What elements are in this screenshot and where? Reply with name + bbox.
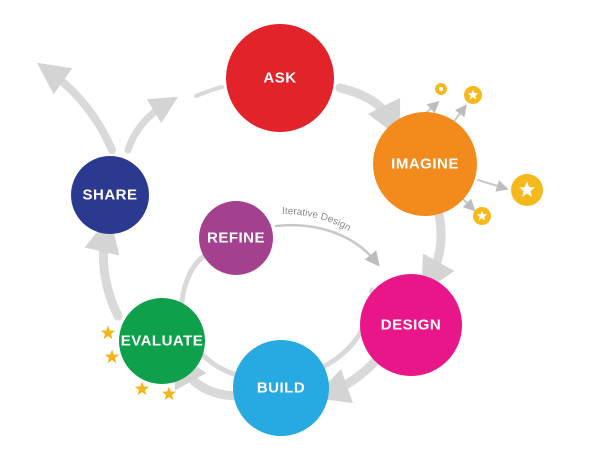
node-refine-label: REFINE <box>207 230 265 247</box>
star-icon <box>100 325 116 340</box>
node-imagine: IMAGINE <box>373 112 477 216</box>
idea-badge-star-large <box>511 174 543 206</box>
node-design: DESIGN <box>360 274 462 376</box>
node-imagine-circle <box>373 112 477 216</box>
node-evaluate-circle <box>119 298 205 384</box>
arrow-share-outward-right <box>124 96 179 154</box>
idea-badge-star-bottom <box>473 207 491 225</box>
node-ask: ASK <box>226 24 334 132</box>
arrow-share-outward-left <box>36 62 116 154</box>
node-refine: REFINE <box>199 201 273 275</box>
node-share: SHARE <box>71 156 149 234</box>
node-ask-circle <box>226 24 334 132</box>
star-icon <box>134 381 150 396</box>
arrow-refine-to-design <box>274 223 380 267</box>
idea-badges <box>435 83 543 225</box>
iteration-loop-ring <box>179 253 375 383</box>
node-evaluate-label: EVALUATE <box>121 333 204 350</box>
node-share-label: SHARE <box>82 187 137 204</box>
idea-badge-small <box>435 83 447 95</box>
star-icon <box>467 89 479 100</box>
star-icon <box>518 181 536 197</box>
arrow-evaluate-to-share <box>84 216 123 321</box>
arrow-share-to-ask <box>194 85 224 98</box>
node-imagine-label: IMAGINE <box>391 156 459 173</box>
node-build: BUILD <box>233 340 329 436</box>
arrow-imagine-to-design <box>421 205 455 294</box>
evaluate-stars <box>100 325 177 401</box>
arrow-imagine-to-idea-3 <box>477 179 509 192</box>
arrow-design-to-build <box>313 351 385 404</box>
node-design-circle <box>360 274 462 376</box>
iteration-label: Iterative Design <box>282 206 353 234</box>
star-icon <box>161 386 177 401</box>
node-refine-circle <box>199 201 273 275</box>
node-evaluate: EVALUATE <box>119 298 205 384</box>
node-share-circle <box>71 156 149 234</box>
star-icon <box>476 210 488 221</box>
arrow-ask-to-imagine <box>335 83 401 139</box>
node-design-label: DESIGN <box>381 317 442 334</box>
node-build-circle <box>233 340 329 436</box>
star-icon <box>104 349 120 364</box>
node-build-label: BUILD <box>257 380 305 397</box>
idea-badge-star-top <box>464 86 482 104</box>
node-ask-label: ASK <box>263 70 296 87</box>
arrow-imagine-to-idea-4 <box>461 197 476 212</box>
